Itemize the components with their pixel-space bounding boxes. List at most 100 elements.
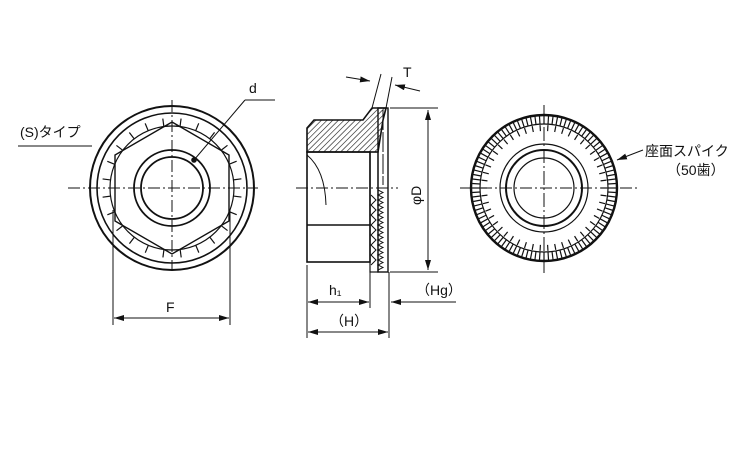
spike-tooth [491, 138, 498, 145]
spike-tooth [607, 191, 616, 194]
spike-tooth [581, 239, 587, 247]
spike-tick [596, 208, 603, 212]
spike-tick [561, 127, 565, 134]
label-phiD: φD [408, 186, 424, 205]
spike-tooth [604, 165, 613, 169]
spike-tooth [584, 236, 591, 244]
spike-tooth [475, 207, 484, 211]
spike-tooth [482, 221, 491, 228]
spike-tick [503, 139, 509, 145]
spike-tooth [480, 218, 489, 224]
spike-tooth [597, 148, 606, 155]
spike-tooth [590, 138, 597, 145]
spike-tick [579, 139, 585, 145]
spike-tick [585, 226, 591, 232]
serration-mark [128, 236, 135, 244]
spike-tooth [595, 225, 603, 231]
spike-tick [481, 179, 488, 182]
spike-tooth [606, 173, 615, 177]
spike-tooth [538, 116, 541, 125]
spike-tooth [480, 152, 489, 158]
spike-tooth [574, 124, 580, 133]
spike-tick [599, 201, 606, 205]
hex-outline [114, 121, 230, 255]
serration-mark [116, 225, 124, 232]
spike-tick [574, 235, 579, 242]
spike-tooth [605, 203, 614, 207]
spike-tooth [473, 173, 482, 177]
spike-tick [589, 221, 596, 226]
spike-tick [485, 208, 492, 212]
spike-tooth [478, 214, 487, 220]
serrations [102, 118, 242, 258]
serration-mark [220, 225, 228, 232]
spike-tooth [473, 199, 482, 203]
label-F: F [166, 299, 175, 315]
spike-tooth [476, 160, 485, 165]
spike-tooth [607, 182, 616, 185]
spike-tooth [551, 251, 554, 260]
spike-tooth [606, 199, 615, 203]
spike-tick [488, 214, 495, 219]
serration-mark [102, 178, 111, 181]
spike-tooth [601, 214, 610, 220]
spike-tooth [551, 116, 554, 125]
spike-tick [554, 243, 557, 250]
spike-tooth [570, 122, 576, 131]
spike-tooth [501, 129, 507, 137]
spike-tooth [521, 248, 525, 257]
serration-mark [102, 195, 111, 198]
spike-tooth [570, 245, 576, 254]
spike-tooth [547, 116, 550, 125]
spike-tick [567, 130, 572, 137]
spike-tick [554, 126, 557, 133]
spike-tooth [512, 245, 518, 254]
spike-tooth [472, 178, 481, 181]
spike-tick [509, 134, 514, 141]
spike-tooth [563, 119, 567, 128]
serration-mark [209, 236, 216, 244]
serration-mark [144, 245, 149, 253]
spike-tick [600, 179, 607, 182]
spike-tooth [508, 243, 514, 252]
serration-mark [144, 123, 149, 131]
spike-tooth [584, 132, 591, 140]
spike-tooth [516, 120, 521, 129]
spike-tick [481, 194, 488, 197]
label-T: T [403, 64, 412, 80]
spike-tooth [474, 203, 483, 207]
serration-mark [229, 211, 237, 216]
serration-mark [233, 178, 242, 181]
spike-tick [503, 231, 509, 237]
spike-tooth [488, 228, 496, 235]
spike-tooth [604, 207, 613, 211]
spike-tick [485, 164, 492, 168]
spike-teeth [370, 194, 377, 266]
spike-tooth [587, 135, 594, 142]
spike-tooth [599, 218, 608, 224]
spike-tooth [601, 156, 610, 162]
spike-tooth [559, 249, 563, 258]
spike-tooth [605, 169, 614, 173]
spike-tooth [491, 231, 498, 238]
spike-tooth [485, 145, 493, 151]
spike-tick [482, 201, 489, 205]
spike-tooth [603, 160, 612, 165]
spike-tick [516, 130, 521, 137]
spike-tooth [475, 165, 484, 169]
spike-tooth [592, 228, 600, 235]
serration-mark [116, 144, 124, 151]
serration-mark [179, 118, 182, 127]
spike-tick [579, 231, 585, 237]
spike-tooth [494, 135, 501, 142]
spike-tooth [525, 118, 529, 127]
spike-tick [523, 127, 527, 134]
spike-tooth [472, 195, 481, 198]
spike-tooth [555, 250, 559, 259]
spike-tooth [476, 211, 485, 216]
spike-tooth [581, 129, 587, 137]
serration-mark [107, 211, 115, 216]
spike-tick [482, 171, 489, 175]
spike-tooth [472, 191, 481, 194]
spike-tooth [538, 251, 541, 260]
